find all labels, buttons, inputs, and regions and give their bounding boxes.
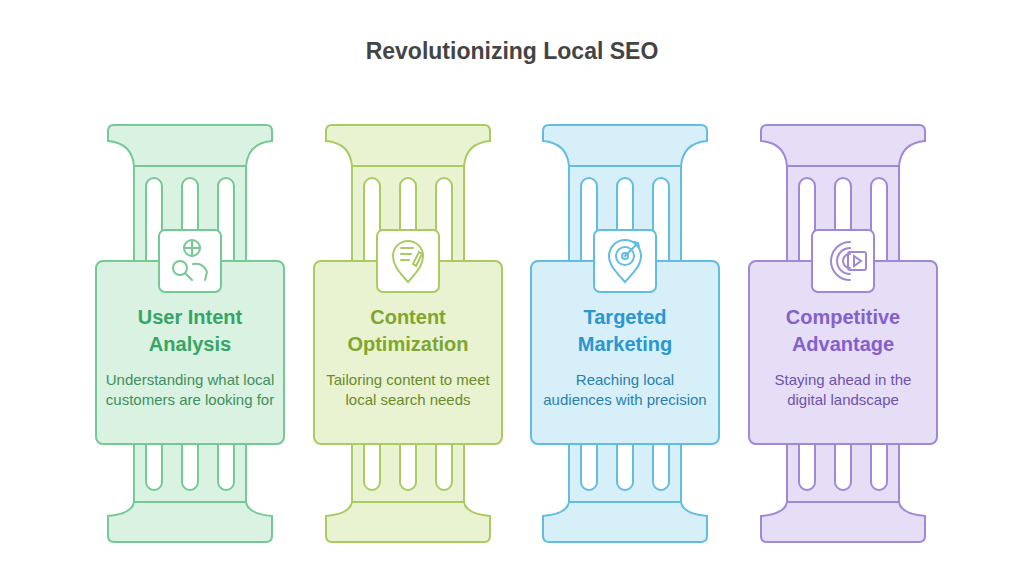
diagram-title: Revolutionizing Local SEO <box>0 38 1024 65</box>
pillar-icon <box>810 228 876 294</box>
pillar-box: Content OptimizationTailoring content to… <box>313 260 503 445</box>
pillar-icon <box>157 228 223 294</box>
pillar-box: Competitive AdvantageStaying ahead in th… <box>748 260 938 445</box>
pillar-description: Tailoring content to meet local search n… <box>323 370 493 410</box>
pillar-heading: User Intent Analysis <box>105 304 275 358</box>
pillar-icon <box>375 228 441 294</box>
pillar-box: Targeted MarketingReaching local audienc… <box>530 260 720 445</box>
pillar-heading: Targeted Marketing <box>540 304 710 358</box>
pillar-heading: Content Optimization <box>323 304 493 358</box>
pillar-heading: Competitive Advantage <box>758 304 928 358</box>
pillar-description: Reaching local audiences with precision <box>540 370 710 410</box>
pillar-description: Understanding what local customers are l… <box>105 370 275 410</box>
pillar-box: User Intent AnalysisUnderstanding what l… <box>95 260 285 445</box>
pillar-icon <box>592 228 658 294</box>
pillar-description: Staying ahead in the digital landscape <box>758 370 928 410</box>
